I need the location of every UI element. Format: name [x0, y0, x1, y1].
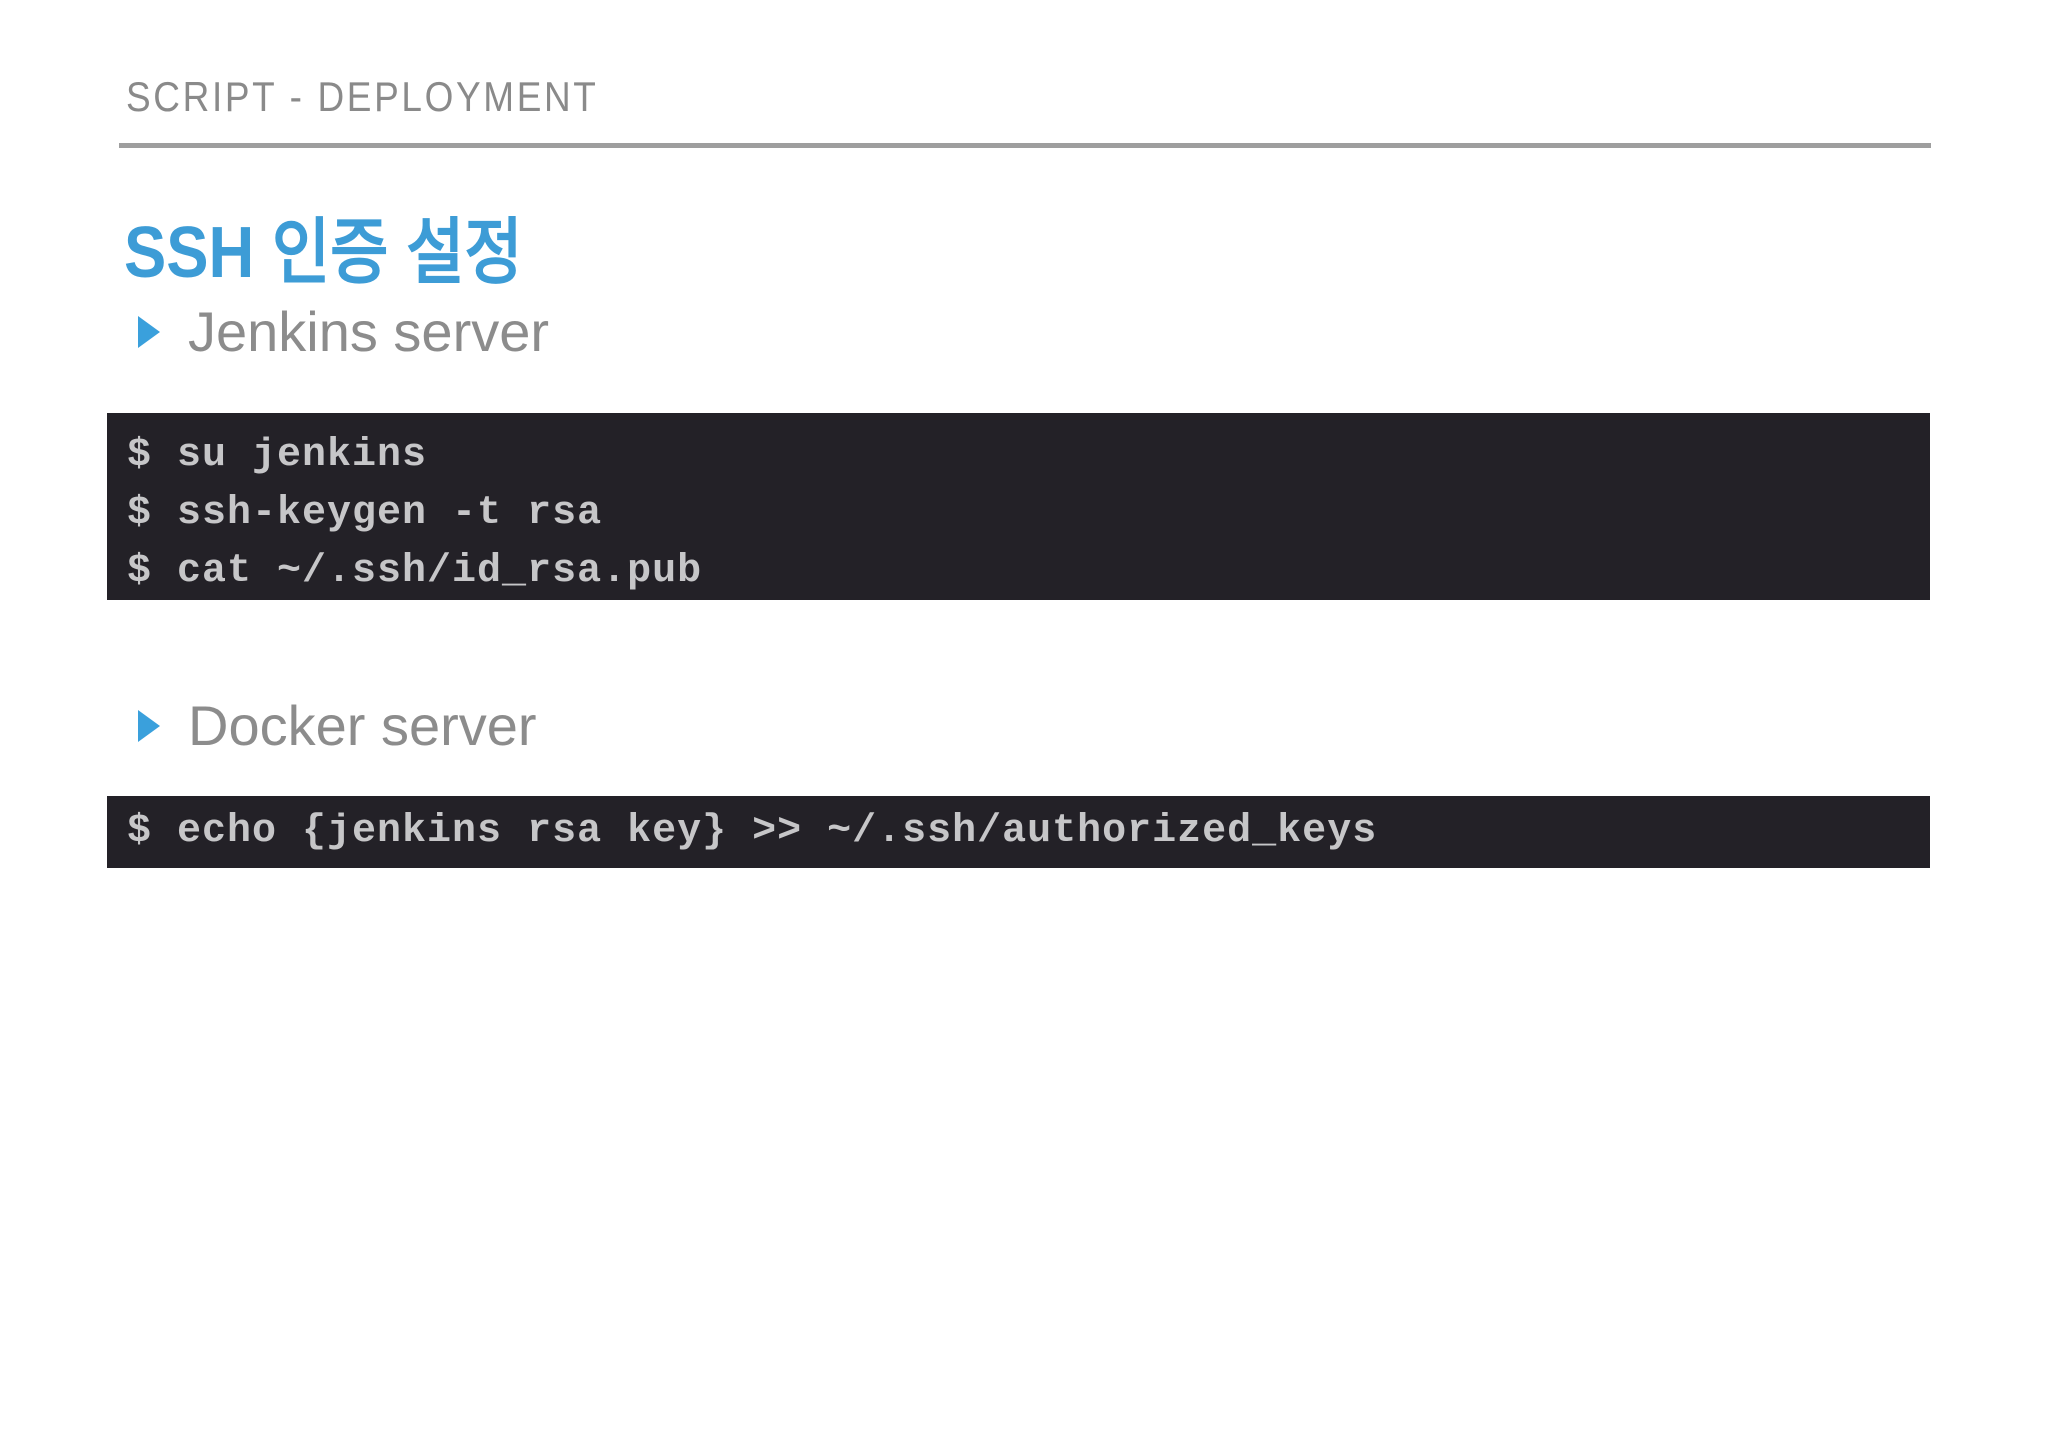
code-line: $ ssh-keygen -t rsa — [127, 491, 603, 536]
code-block-jenkins: $ su jenkins $ ssh-keygen -t rsa $ cat ~… — [107, 413, 1930, 600]
bullet-label: Jenkins server — [188, 300, 550, 363]
bullet-item-docker-server: Docker server — [138, 694, 537, 758]
bullet-label: Docker server — [188, 694, 537, 757]
code-line: $ echo {jenkins rsa key} >> ~/.ssh/autho… — [127, 809, 1378, 854]
header-rule — [119, 143, 1931, 148]
code-block-docker: $ echo {jenkins rsa key} >> ~/.ssh/autho… — [107, 796, 1930, 868]
slide-kicker: SCRIPT - DEPLOYMENT — [126, 73, 599, 120]
code-line: $ su jenkins — [127, 433, 428, 478]
code-line: $ cat ~/.ssh/id_rsa.pub — [127, 549, 703, 594]
triangle-right-icon — [138, 316, 160, 348]
page-title: SSH 인증 설정 — [124, 213, 523, 294]
bullet-item-jenkins-server: Jenkins server — [138, 300, 549, 364]
triangle-right-icon — [138, 710, 160, 742]
